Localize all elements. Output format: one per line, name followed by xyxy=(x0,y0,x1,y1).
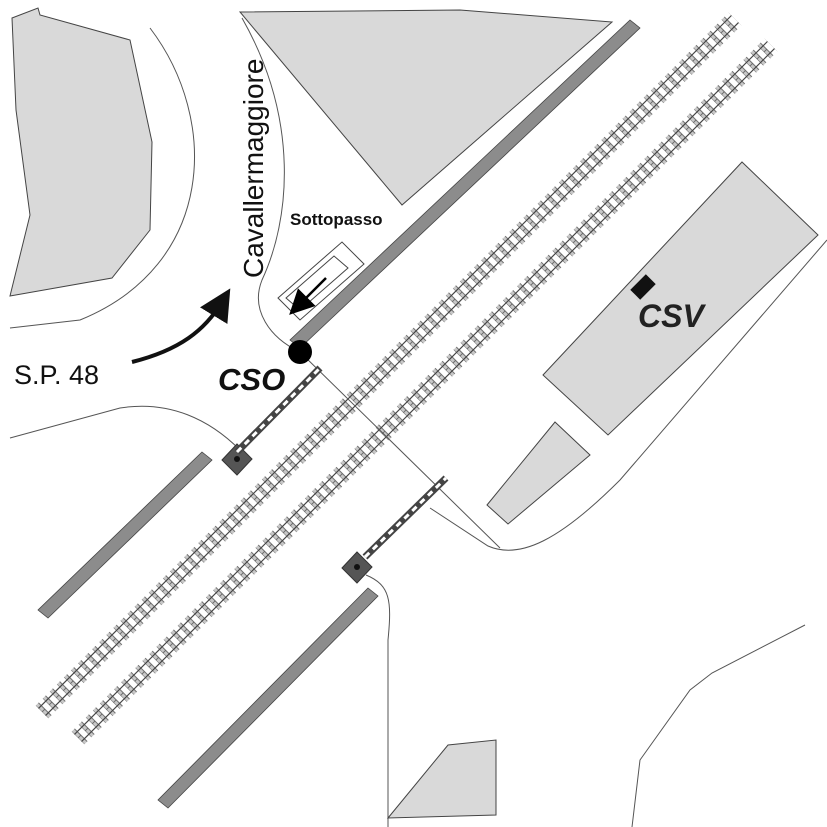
road-outline-outer-left xyxy=(9,27,195,329)
level-crossing-barrier-left xyxy=(221,365,323,476)
provincial-road-label: S.P. 48 xyxy=(14,360,100,390)
building-small xyxy=(486,421,591,525)
crossing-road-bottom xyxy=(365,574,391,827)
underpass-label: Sottopasso xyxy=(290,210,383,229)
building-bottom xyxy=(386,739,497,819)
track-lower xyxy=(71,38,778,745)
platform-left xyxy=(37,451,213,619)
station-label-cso: CSO xyxy=(218,362,286,397)
road-name-text: Cavallermaggiore xyxy=(238,58,269,278)
road-name-label: Cavallermaggiore xyxy=(238,59,270,278)
road-outline-inner-left xyxy=(9,405,241,451)
crossing-road-right xyxy=(429,239,827,551)
level-crossing-barrier-right xyxy=(341,475,449,584)
platform-bottom xyxy=(157,587,379,809)
station-marker-csv xyxy=(630,274,656,300)
crossing-road-line-1 xyxy=(299,351,501,549)
road-line-bottom-right xyxy=(631,624,806,827)
direction-arrow xyxy=(131,288,231,364)
underpass xyxy=(277,241,365,321)
building-csv xyxy=(542,161,819,436)
track-upper xyxy=(35,12,742,719)
building-top-triangle xyxy=(238,9,614,206)
road-outline-cavall xyxy=(241,17,301,353)
station-marker-cso xyxy=(288,340,312,364)
building-top-left xyxy=(9,7,153,297)
station-label-csv: CSV xyxy=(638,298,704,334)
